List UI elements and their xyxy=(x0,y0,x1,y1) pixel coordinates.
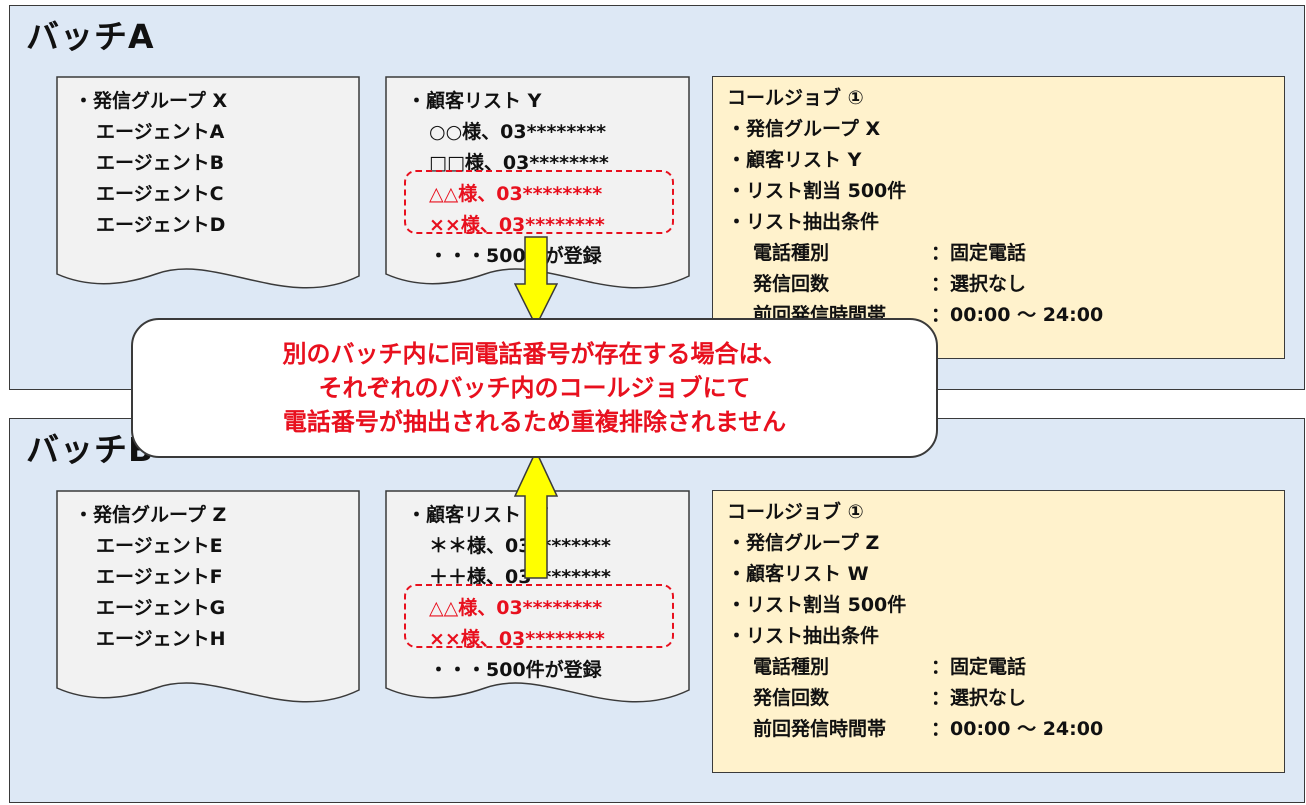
condition-row: 電話種別 ：固定電話 xyxy=(727,238,1103,269)
job-item: ・リスト割当 500件 xyxy=(727,594,907,616)
condition-key: 発信回数 xyxy=(753,687,830,709)
condition-row: 前回発信時間帯 ：00:00 ～ 24:00 xyxy=(727,714,1103,745)
batch-b-group-document: ・発信グループ Z エージェントE エージェントF エージェントG エージェント… xyxy=(56,490,360,710)
agent-item: エージェントB xyxy=(96,152,225,174)
group-title: ・発信グループ X xyxy=(74,90,228,112)
duplicate-entry: △△様、03******** xyxy=(429,597,603,619)
arrow-up-icon xyxy=(514,450,558,579)
condition-row: 発信回数 ：選択なし xyxy=(727,269,1103,300)
callout-line: 別のバッチ内に同電話番号が存在する場合は、 xyxy=(282,340,787,368)
condition-key: 電話種別 xyxy=(753,242,830,264)
condition-value: ：選択なし xyxy=(931,687,1027,709)
callout-line: 電話番号が抽出されるため重複排除されません xyxy=(282,408,787,436)
condition-value: ：選択なし xyxy=(931,273,1027,295)
agent-item: エージェントE xyxy=(96,535,223,557)
batch-b-list-document: ・顧客リスト W ＊＊様、03******** ＋＋様、03******** △… xyxy=(385,490,690,710)
callout-line: それぞれのバッチ内のコールジョブにて xyxy=(318,374,751,402)
condition-value: ：00:00 ～ 24:00 xyxy=(931,304,1104,326)
list-entry: □□様、03******** xyxy=(429,152,609,174)
document-shape xyxy=(56,490,360,703)
job-item: ・顧客リスト W xyxy=(727,563,869,585)
document-shape xyxy=(385,490,690,703)
list-footer: ・・・500件が登録 xyxy=(429,245,602,267)
list-entry: ＊＊様、03******** xyxy=(429,535,611,557)
agent-item: エージェントH xyxy=(96,628,226,650)
batch-b-call-job: コールジョブ ① ・発信グループ Z ・顧客リスト W ・リスト割当 500件 … xyxy=(712,490,1285,773)
batch-b-duplicate-highlight xyxy=(404,584,674,648)
group-title: ・発信グループ Z xyxy=(74,504,227,526)
batch-a-duplicate-highlight xyxy=(404,170,674,234)
condition-row: 発信回数 ：選択なし xyxy=(727,683,1103,714)
batch-a-group-document: ・発信グループ X エージェントA エージェントB エージェントC エージェント… xyxy=(56,76,360,296)
job-item: ・発信グループ X xyxy=(727,118,881,140)
list-entry: ○○様、03******** xyxy=(429,121,607,143)
batch-a-call-job: コールジョブ ① ・発信グループ X ・顧客リスト Y ・リスト割当 500件 … xyxy=(712,76,1285,359)
duplicate-entry: ××様、03******** xyxy=(429,214,605,236)
warning-callout: 別のバッチ内に同電話番号が存在する場合は、 それぞれのバッチ内のコールジョブにて… xyxy=(131,318,938,458)
agent-item: エージェントD xyxy=(96,214,226,236)
list-title: ・顧客リスト Y xyxy=(407,90,542,112)
list-entry: ＋＋様、03******** xyxy=(429,566,611,588)
arrow-down-icon xyxy=(514,236,558,328)
job-item: ・リスト抽出条件 xyxy=(727,625,880,647)
condition-key: 前回発信時間帯 xyxy=(753,718,887,740)
batch-a-list-document: ・顧客リスト Y ○○様、03******** □□様、03******** △… xyxy=(385,76,690,296)
condition-key: 電話種別 xyxy=(753,656,830,678)
condition-value: ：00:00 ～ 24:00 xyxy=(931,718,1104,740)
agent-item: エージェントG xyxy=(96,597,226,619)
document-shape xyxy=(385,76,690,289)
job-item: ・リスト抽出条件 xyxy=(727,211,880,233)
condition-row: 電話種別 ：固定電話 xyxy=(727,652,1103,683)
job-item: ・リスト割当 500件 xyxy=(727,180,907,202)
job-title: コールジョブ ① xyxy=(727,501,864,523)
batch-a-title: バッチA xyxy=(26,17,155,56)
condition-key: 発信回数 xyxy=(753,273,830,295)
list-footer: ・・・500件が登録 xyxy=(429,659,602,681)
job-item: ・顧客リスト Y xyxy=(727,149,862,171)
condition-value: ：固定電話 xyxy=(931,242,1027,264)
condition-value: ：固定電話 xyxy=(931,656,1027,678)
agent-item: エージェントC xyxy=(96,183,224,205)
duplicate-entry: △△様、03******** xyxy=(429,183,603,205)
agent-item: エージェントF xyxy=(96,566,223,588)
document-shape xyxy=(56,76,360,289)
job-item: ・発信グループ Z xyxy=(727,532,880,554)
job-title: コールジョブ ① xyxy=(727,87,864,109)
list-title: ・顧客リスト W xyxy=(407,504,549,526)
duplicate-entry: ××様、03******** xyxy=(429,628,605,650)
agent-item: エージェントA xyxy=(96,121,225,143)
